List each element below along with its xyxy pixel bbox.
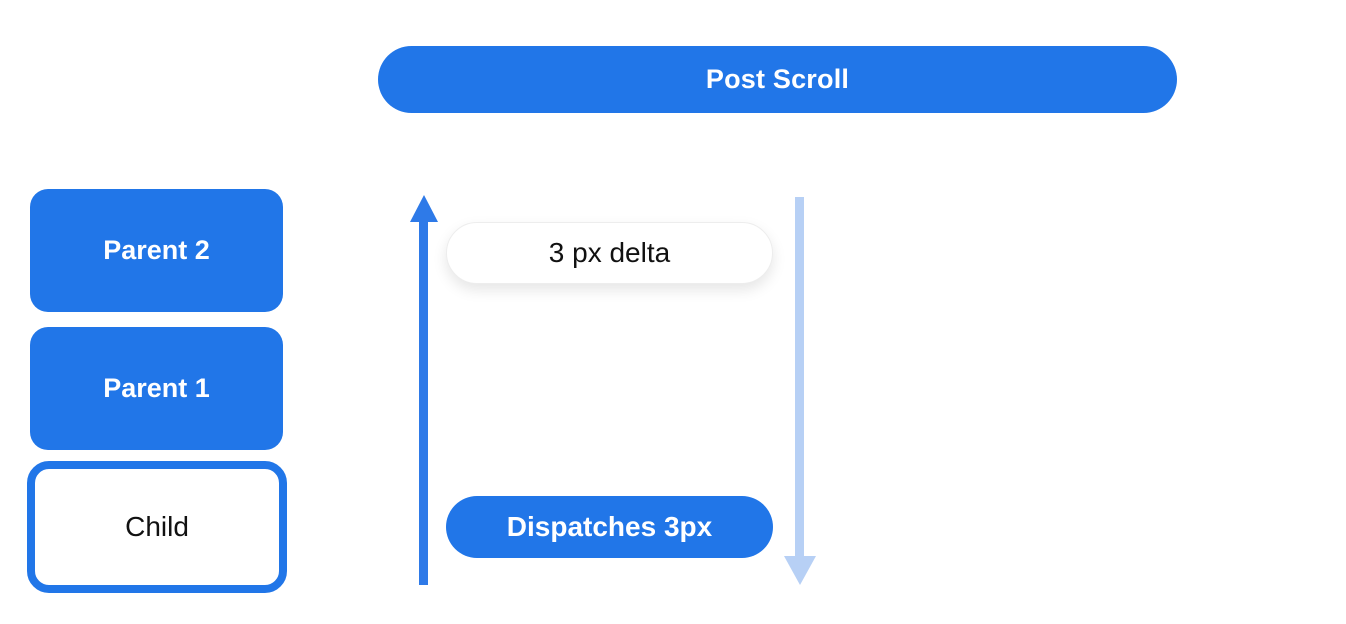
dispatch-pill: Dispatches 3px	[446, 496, 773, 558]
child-label: Child	[125, 511, 189, 542]
parent-2-box: Parent 2	[30, 189, 283, 312]
down-arrow-head	[784, 556, 816, 585]
parent-1-label: Parent 1	[103, 373, 210, 403]
post-scroll-header-pill: Post Scroll	[378, 46, 1177, 113]
delta-pill-label: 3 px delta	[548, 237, 671, 268]
delta-pill: 3 px delta	[446, 222, 773, 284]
parent-2-label: Parent 2	[103, 235, 210, 265]
dispatch-pill-label: Dispatches 3px	[506, 511, 713, 542]
parent-1-box: Parent 1	[30, 327, 283, 450]
up-arrow-head	[410, 195, 438, 222]
child-box: Child	[27, 461, 287, 593]
up-arrow-shaft	[419, 219, 428, 585]
down-arrow-shaft	[795, 197, 804, 557]
post-scroll-label: Post Scroll	[705, 64, 850, 94]
